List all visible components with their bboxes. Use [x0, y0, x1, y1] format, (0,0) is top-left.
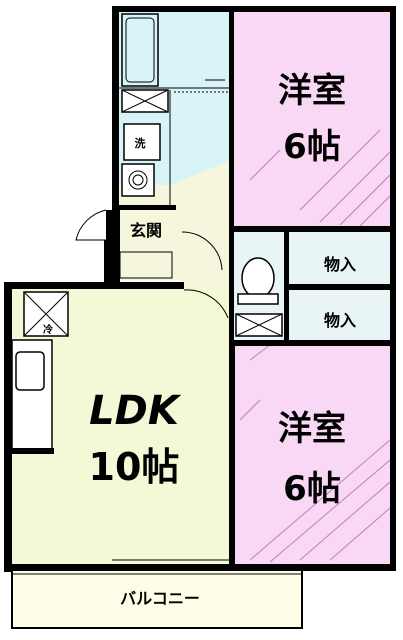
entrance-label: 玄関	[130, 221, 162, 240]
balcony-outline	[11, 569, 303, 629]
walls	[4, 6, 396, 572]
closet-top-label: 物入	[324, 255, 356, 274]
washer-label: 洗	[135, 136, 146, 150]
balcony-label: バルコニー	[120, 589, 200, 608]
western-room-top-size: 6帖	[283, 127, 341, 167]
kitchen-counter	[11, 339, 54, 454]
entrance-door-swing	[75, 209, 107, 241]
toilet-storage-x	[235, 313, 283, 337]
toilet-fixture	[237, 257, 279, 305]
washer-spot: 洗	[123, 123, 161, 161]
closet-top-area	[288, 232, 392, 284]
closet-bottom-label: 物入	[324, 311, 356, 330]
ldk-name: LDK	[89, 388, 182, 434]
closet-bottom-area	[288, 290, 392, 342]
western-room-top-name: 洋室	[278, 71, 346, 111]
ldk-door-swing	[183, 289, 229, 319]
western-room-bottom-name: 洋室	[278, 409, 346, 449]
shoe-cabinet	[119, 251, 173, 279]
balcony-area	[12, 570, 302, 628]
fridge-spot: 冷	[23, 291, 69, 337]
wash-basin	[121, 163, 155, 197]
bathtub	[121, 13, 159, 87]
western-room-bottom	[234, 344, 392, 564]
entrance-area	[118, 215, 180, 280]
hall-door-swing	[181, 231, 223, 271]
fridge-label: 冷	[43, 323, 53, 336]
ldk-size: 10帖	[89, 445, 180, 489]
western-room-top	[232, 10, 392, 230]
western-room-bottom-size: 6帖	[283, 469, 341, 509]
storage-box-x	[121, 89, 169, 113]
hatch-lines	[239, 129, 391, 563]
